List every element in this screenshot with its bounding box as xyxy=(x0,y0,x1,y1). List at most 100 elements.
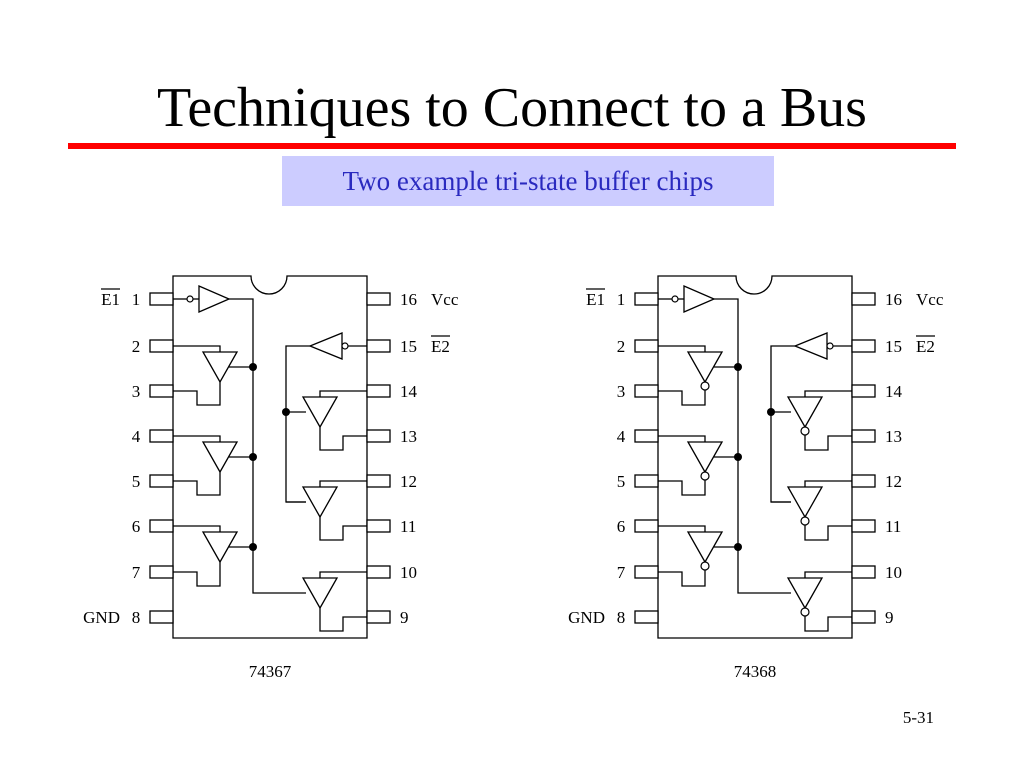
pin-15-pad xyxy=(366,339,391,353)
output-wire xyxy=(173,472,221,496)
pin-15-name: E2 xyxy=(916,337,935,356)
pin-number: 14 xyxy=(400,382,418,401)
title-underline xyxy=(68,143,956,149)
output-wire xyxy=(319,608,367,632)
inverter-bubble xyxy=(700,471,710,481)
enable-buffer-1 xyxy=(198,285,231,313)
pin-10-pad xyxy=(851,565,876,579)
input-wire xyxy=(804,390,852,397)
chip-body xyxy=(657,275,853,639)
junction-dot xyxy=(249,543,257,551)
junction-dot xyxy=(734,543,742,551)
pin-number: 13 xyxy=(885,427,902,446)
pin-14-pad xyxy=(851,384,876,398)
pin-13-pad xyxy=(851,429,876,443)
output-wire xyxy=(319,517,367,541)
pin-number: 2 xyxy=(617,337,626,356)
pin-number: 11 xyxy=(400,517,416,536)
buffer-gate-right-2 xyxy=(786,486,824,519)
pin-16-name: Vcc xyxy=(916,290,944,309)
inverter-bubble xyxy=(700,561,710,571)
pin-14-pad xyxy=(366,384,391,398)
pin-number: 4 xyxy=(132,427,141,446)
inverter-bubble xyxy=(826,342,834,350)
output-wire xyxy=(658,390,706,406)
pin-number: 9 xyxy=(885,608,894,627)
inverter-bubble xyxy=(186,295,194,303)
pin-10-pad xyxy=(366,565,391,579)
pin-1-pad xyxy=(634,292,659,306)
pin-15-pad xyxy=(851,339,876,353)
pin-number: 5 xyxy=(617,472,626,491)
pin-number: 6 xyxy=(132,517,141,536)
pin-number: 12 xyxy=(400,472,417,491)
junction-dot xyxy=(282,408,290,416)
inverter-bubble xyxy=(800,516,810,526)
inverter-bubble xyxy=(700,381,710,391)
output-wire xyxy=(804,616,852,632)
inverter-bubble xyxy=(341,342,349,350)
pin-6-pad xyxy=(634,519,659,533)
enable-2-line xyxy=(285,345,310,503)
pin-9-pad xyxy=(366,610,391,624)
junction-dot xyxy=(249,453,257,461)
junction-dot xyxy=(734,363,742,371)
pin-4-pad xyxy=(149,429,174,443)
pin-2-pad xyxy=(149,339,174,353)
pin-number: 3 xyxy=(132,382,141,401)
input-wire xyxy=(173,435,221,442)
part-number-label: 74367 xyxy=(249,662,292,681)
pin-1-name: E1 xyxy=(586,290,605,309)
input-wire xyxy=(658,345,706,352)
page-number: 5-31 xyxy=(902,708,934,727)
pin-4-pad xyxy=(634,429,659,443)
pin-3-pad xyxy=(634,384,659,398)
pin-1-pad xyxy=(149,292,174,306)
inverter-bubble xyxy=(671,295,679,303)
pin-number: 16 xyxy=(400,290,417,309)
buffer-gate-left-2 xyxy=(686,441,724,474)
inverter-bubble xyxy=(800,607,810,617)
pin-number: 8 xyxy=(617,608,626,627)
pin-number: 13 xyxy=(400,427,417,446)
enable-1-line xyxy=(714,298,791,594)
pin-7-pad xyxy=(149,565,174,579)
buffer-gate-left-3 xyxy=(201,531,239,564)
pin-number: 10 xyxy=(400,563,417,582)
junction-dot xyxy=(249,363,257,371)
output-wire xyxy=(804,435,852,451)
buffer-gate-right-3 xyxy=(301,577,339,610)
pin-7-pad xyxy=(634,565,659,579)
pin-number: 6 xyxy=(617,517,626,536)
output-wire xyxy=(173,382,221,406)
pin-number: 2 xyxy=(132,337,141,356)
pin-16-pad xyxy=(366,292,391,306)
pin-8-pad xyxy=(149,610,174,624)
part-number-label: 74368 xyxy=(734,662,777,681)
input-wire xyxy=(319,571,367,578)
buffer-gate-left-1 xyxy=(201,351,239,384)
pin-number: 11 xyxy=(885,517,901,536)
pin-8-pad xyxy=(634,610,659,624)
junction-dot xyxy=(767,408,775,416)
input-wire xyxy=(804,571,852,578)
input-wire xyxy=(804,480,852,487)
input-wire xyxy=(319,480,367,487)
buffer-gate-right-2 xyxy=(301,486,339,519)
pin-11-pad xyxy=(366,519,391,533)
pin-number: 12 xyxy=(885,472,902,491)
buffer-gate-left-2 xyxy=(201,441,239,474)
enable-1-line xyxy=(229,298,306,594)
output-wire xyxy=(319,427,367,451)
input-wire xyxy=(173,525,221,532)
pin-number: 7 xyxy=(132,563,141,582)
buffer-gate-left-1 xyxy=(686,351,724,384)
input-wire xyxy=(658,435,706,442)
buffer-gate-right-1 xyxy=(301,396,339,429)
inverter-bubble xyxy=(800,426,810,436)
output-wire xyxy=(173,562,221,587)
enable-buffer-2 xyxy=(793,332,828,360)
